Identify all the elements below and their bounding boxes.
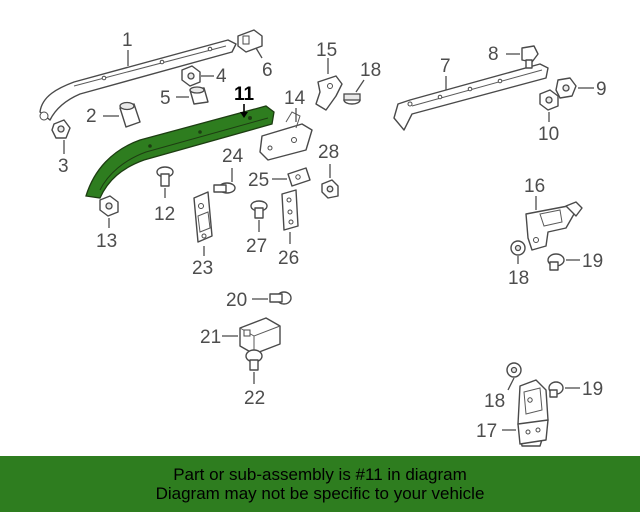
part-18-washer-bottom[interactable] xyxy=(506,362,522,378)
callout-28: 28 xyxy=(318,142,339,163)
part-18-washer[interactable] xyxy=(343,93,361,105)
callout-18-middle: 18 xyxy=(508,268,529,289)
callout-16: 16 xyxy=(524,176,545,197)
part-15-hinge[interactable] xyxy=(315,75,343,111)
part-12-bolt[interactable] xyxy=(156,166,174,187)
part-6-end-cap[interactable] xyxy=(237,29,263,53)
part-27-bolt[interactable] xyxy=(250,200,268,219)
callout-8: 8 xyxy=(488,44,499,65)
callout-19-middle: 19 xyxy=(582,251,603,272)
callout-4: 4 xyxy=(216,66,227,87)
callout-15: 15 xyxy=(316,40,337,61)
part-3-nut[interactable] xyxy=(51,119,71,139)
callout-19-bottom: 19 xyxy=(582,379,603,400)
part-5-bushing[interactable] xyxy=(189,86,209,105)
callout-14: 14 xyxy=(284,88,306,109)
callout-1: 1 xyxy=(122,30,133,51)
callout-21: 21 xyxy=(200,327,221,348)
part-28-nut[interactable] xyxy=(321,179,339,199)
callout-18-top: 18 xyxy=(360,60,381,81)
callout-11: 11 xyxy=(234,84,255,105)
callout-24: 24 xyxy=(222,146,244,167)
part-24-bolt[interactable] xyxy=(213,182,236,194)
callout-27: 27 xyxy=(246,236,267,257)
callout-3: 3 xyxy=(58,156,69,177)
info-banner: Part or sub-assembly is #11 in diagram D… xyxy=(0,456,640,512)
part-18-washer-middle[interactable] xyxy=(510,240,526,256)
part-17-hinge-assembly[interactable] xyxy=(517,379,549,447)
callout-17: 17 xyxy=(476,421,497,442)
part-14-bracket[interactable] xyxy=(259,111,313,161)
callout-12: 12 xyxy=(154,204,175,225)
part-22-bolt[interactable] xyxy=(245,349,263,371)
part-4-nut[interactable] xyxy=(181,65,201,87)
part-21-block[interactable] xyxy=(239,317,281,355)
parts-diagram: 1 2 3 4 5 6 11 xyxy=(39,29,607,447)
part-16-hinge-assembly[interactable] xyxy=(525,201,583,251)
callout-23: 23 xyxy=(192,258,213,279)
part-13-nut[interactable] xyxy=(99,195,119,217)
callout-7: 7 xyxy=(440,56,451,77)
part-11-lower-rail-highlighted[interactable] xyxy=(85,105,275,199)
callout-5: 5 xyxy=(160,88,171,109)
callout-18-bottom: 18 xyxy=(484,391,505,412)
callout-22: 22 xyxy=(244,388,265,409)
callout-25: 25 xyxy=(248,170,269,191)
banner-line-2: Diagram may not be specific to your vehi… xyxy=(155,484,485,503)
callout-6: 6 xyxy=(262,60,273,81)
callout-13: 13 xyxy=(96,231,117,252)
part-23-bracket[interactable] xyxy=(193,191,213,243)
part-19-bolt-middle[interactable] xyxy=(547,253,565,271)
callout-9: 9 xyxy=(596,79,607,100)
part-26-bracket[interactable] xyxy=(281,189,299,231)
callout-26: 26 xyxy=(278,248,299,269)
part-8-bolt[interactable] xyxy=(521,45,539,69)
part-9-nut[interactable] xyxy=(555,77,577,99)
part-19-bolt-bottom[interactable] xyxy=(548,381,564,398)
part-2-bushing[interactable] xyxy=(119,101,141,128)
callout-10: 10 xyxy=(538,124,559,145)
callout-2: 2 xyxy=(86,106,97,127)
part-25-plate[interactable] xyxy=(287,167,311,187)
part-10-nut[interactable] xyxy=(539,89,559,111)
part-7-right-rail[interactable] xyxy=(393,63,549,131)
part-20-bolt[interactable] xyxy=(269,291,292,305)
callout-20: 20 xyxy=(226,290,247,311)
banner-line-1: Part or sub-assembly is #11 in diagram xyxy=(173,465,467,484)
part-1-upper-rail[interactable] xyxy=(39,39,237,121)
